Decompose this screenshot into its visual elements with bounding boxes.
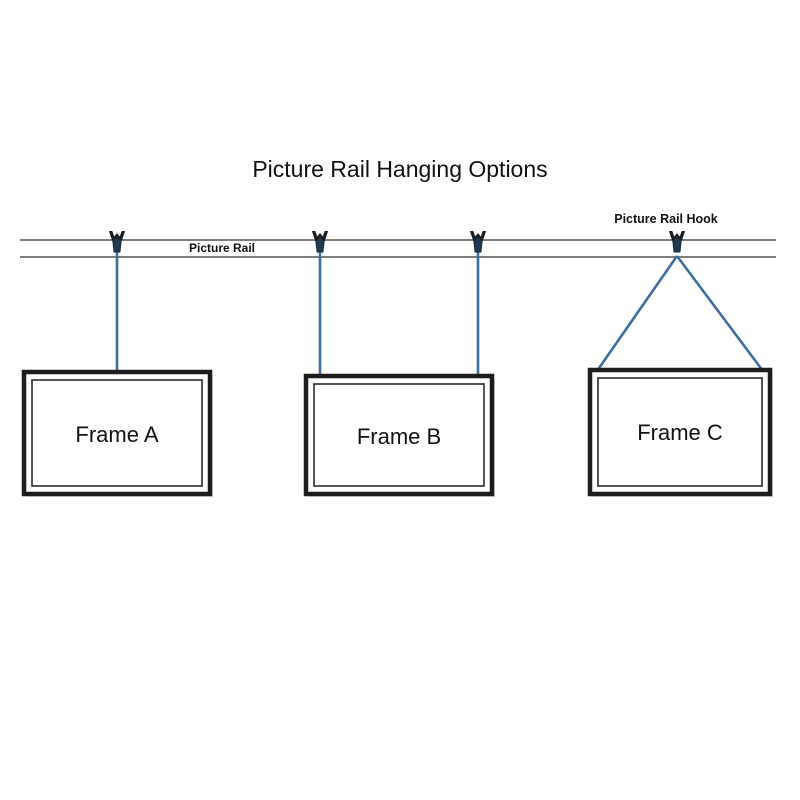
hook-frame-a[interactable]: [109, 231, 125, 253]
frame-b-label: Frame B: [357, 424, 441, 449]
frame-a-label: Frame A: [75, 422, 158, 447]
page-title: Picture Rail Hanging Options: [252, 156, 547, 182]
hook-frame-b-left[interactable]: [312, 231, 328, 253]
frame-c-assembly: Frame C: [587, 231, 773, 497]
rail-label: Picture Rail: [189, 241, 255, 255]
frame-b-inner-border: [313, 383, 485, 487]
picture-rail-hook-label: Picture Rail Hook: [614, 212, 718, 226]
picture-rail: Picture Rail: [20, 239, 776, 258]
frame-c-wire-right: [675, 255, 765, 372]
frame-a-inner-border: [31, 379, 203, 487]
hook-frame-b-right[interactable]: [470, 231, 486, 253]
frame-c-wire-left: [595, 255, 679, 372]
frame-c-inner-border: [597, 377, 763, 487]
hook-frame-c[interactable]: [669, 231, 685, 253]
frame-b-assembly: Frame B: [303, 231, 495, 497]
frame-c-label: Frame C: [637, 420, 723, 445]
frame-a-assembly: Frame A: [21, 231, 213, 497]
